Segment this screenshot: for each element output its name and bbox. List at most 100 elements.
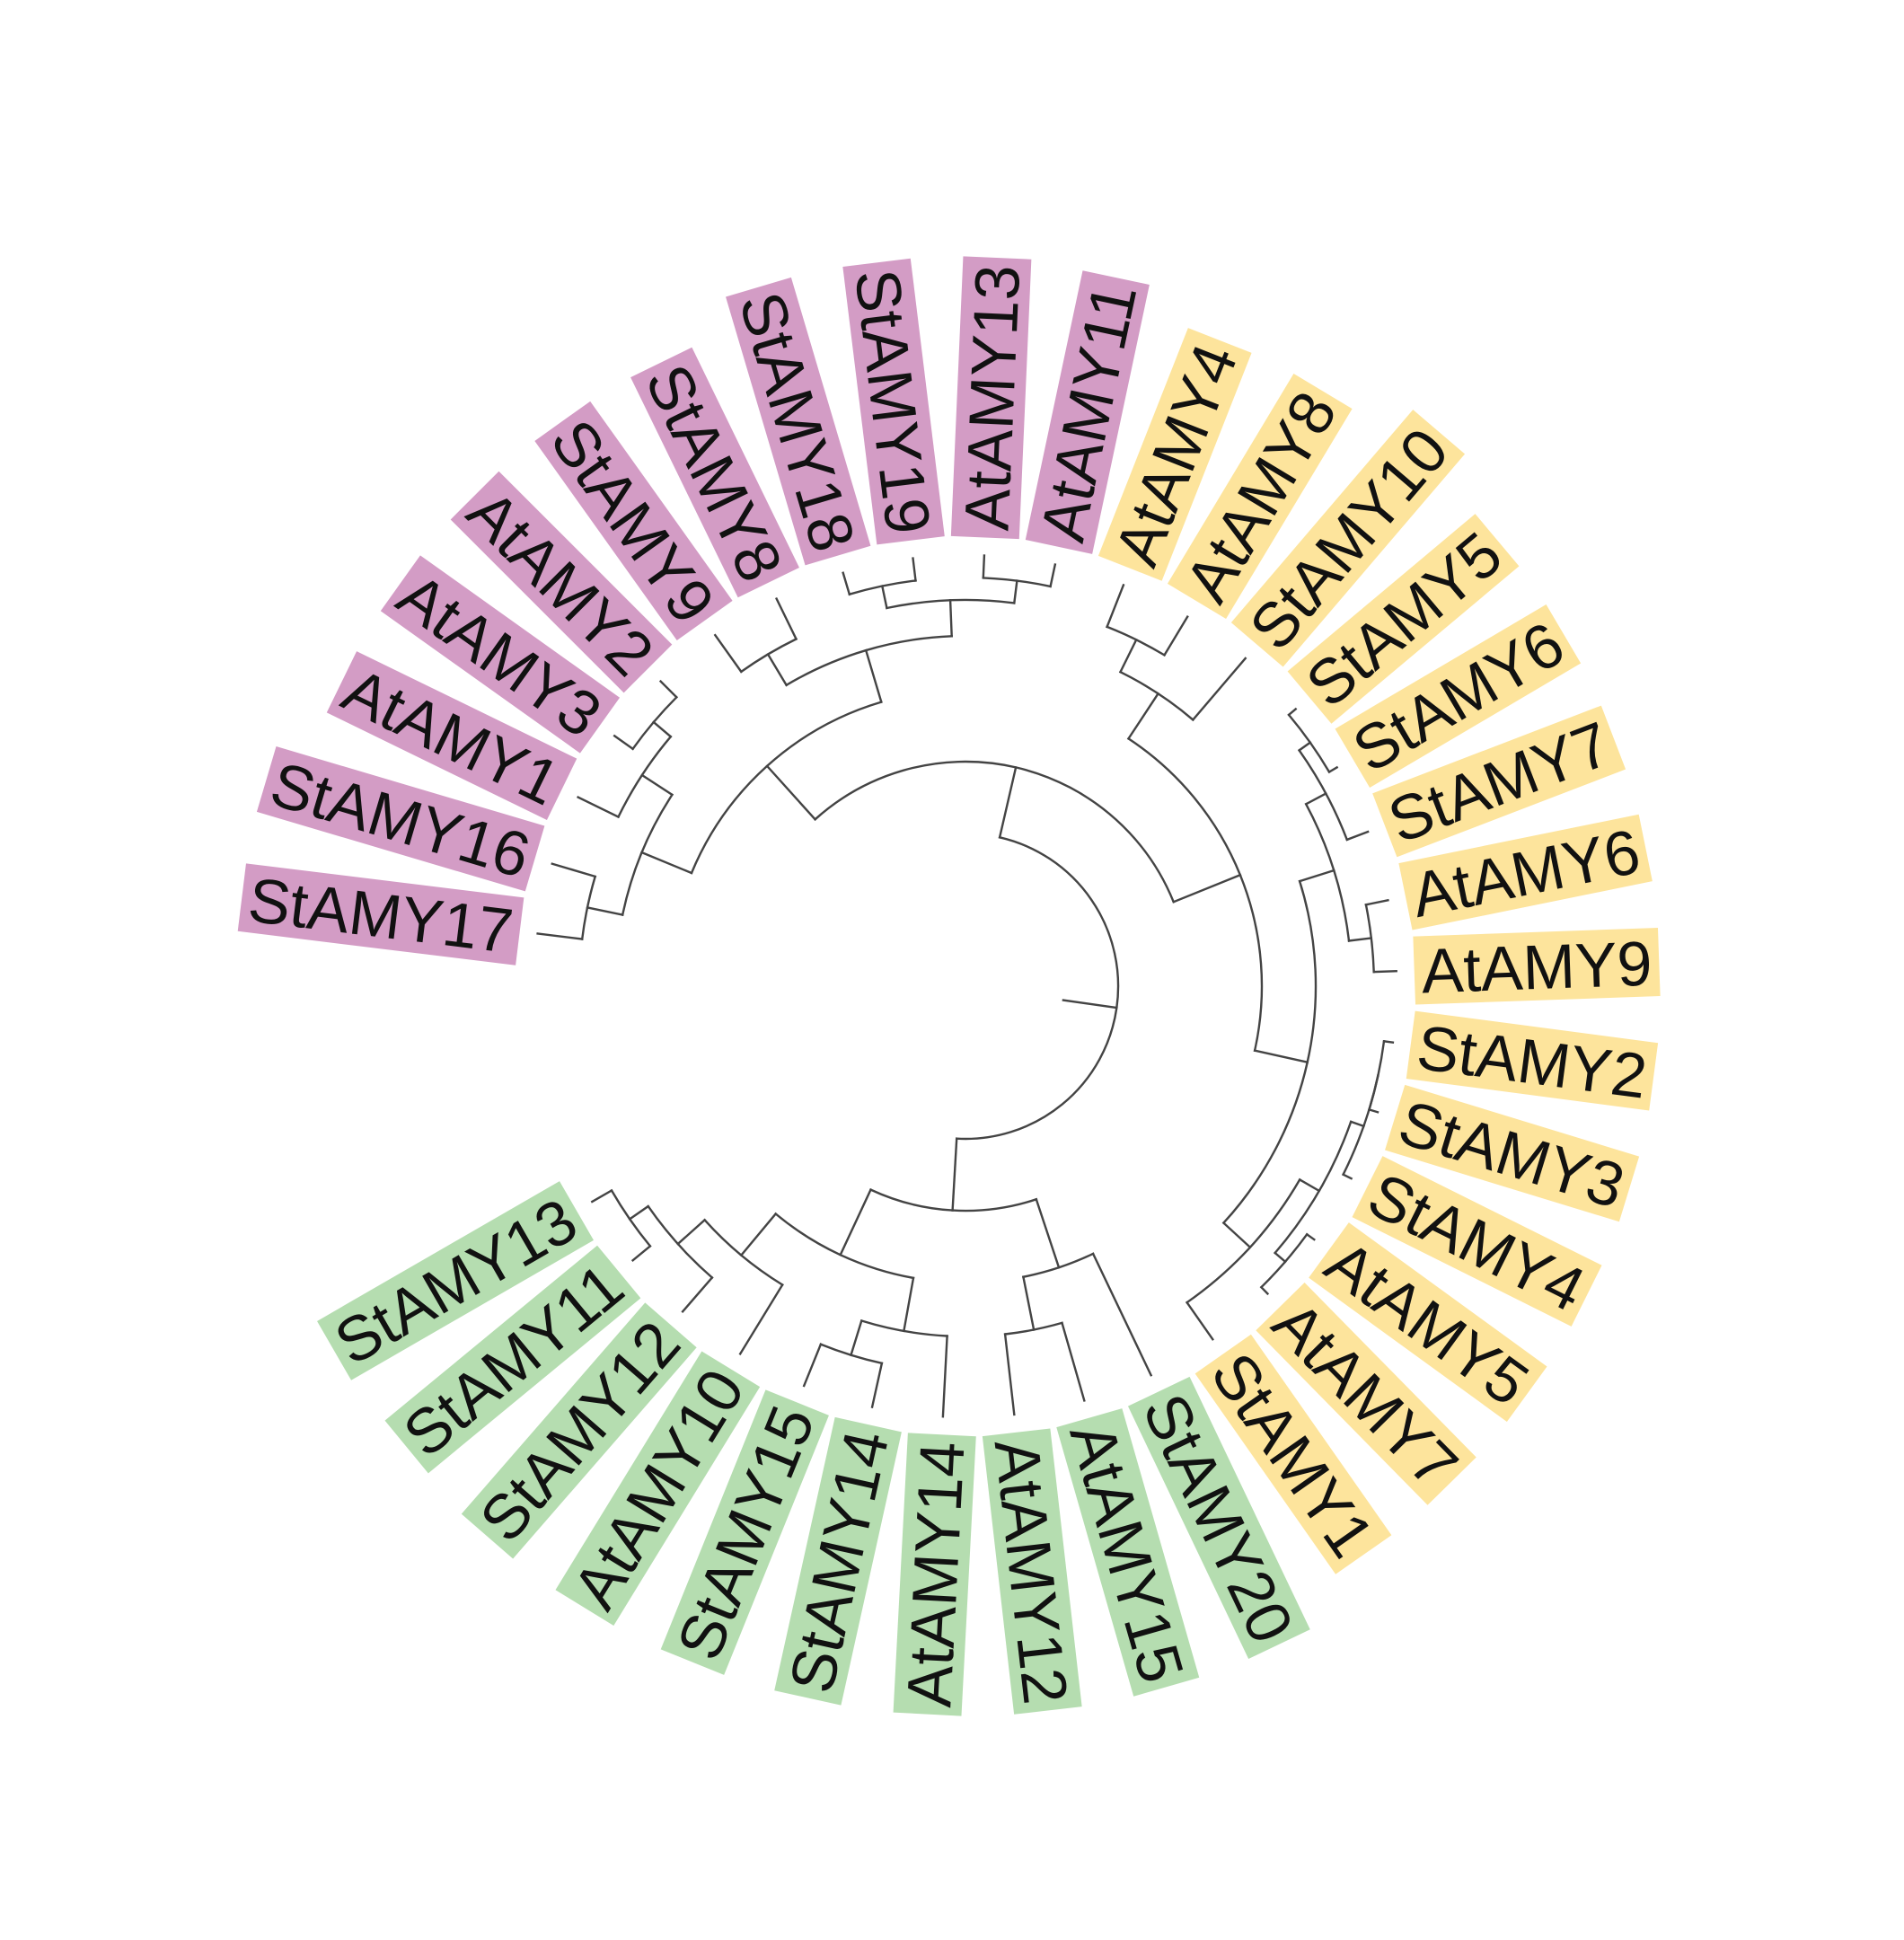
branch-arc (1274, 1120, 1353, 1255)
branch-radial (941, 1335, 948, 1418)
branch-arc (859, 1318, 948, 1337)
branch-arc (982, 577, 1053, 588)
branch-arc (848, 579, 917, 596)
branch-arc (813, 760, 1176, 904)
branch-radial (640, 773, 674, 797)
branch-radial (1253, 1049, 1309, 1064)
branch-radial (1297, 741, 1312, 753)
leaf-label-box (1230, 410, 1466, 667)
branch-radial (998, 765, 1018, 839)
leaf-label-box (1167, 374, 1353, 619)
branch-radial (586, 905, 624, 917)
branch-arc (702, 1218, 784, 1287)
branch-arc (580, 875, 597, 940)
leaf-label-box (1025, 270, 1150, 554)
branch-arc (690, 701, 883, 875)
branch-radial (551, 862, 597, 878)
branch-radial (839, 1188, 873, 1257)
branch-arc (885, 598, 1016, 610)
branch-radial (628, 1204, 650, 1221)
branch-arc (774, 1212, 915, 1280)
branch-radial (765, 764, 817, 821)
branch-radial (982, 554, 986, 579)
branch-radial (1341, 1173, 1353, 1180)
branch-radial (774, 596, 798, 641)
leaf-label-box (1406, 1010, 1659, 1111)
branch-radial (613, 734, 635, 751)
branch-radial (1372, 969, 1397, 974)
branch-arc (1297, 748, 1349, 842)
leaf-label-text: StAMY17 (244, 865, 516, 966)
branch-radial (1298, 869, 1335, 883)
leaf-label-box (726, 277, 871, 566)
leaf-label-box (1372, 705, 1626, 858)
branch-radial (1035, 1197, 1061, 1269)
branch-arc (1368, 1039, 1386, 1111)
branch-radial (1003, 1333, 1016, 1416)
leaf-label-box (660, 1389, 829, 1675)
branch-radial (1349, 1120, 1365, 1128)
leaf-label-box (317, 1181, 594, 1380)
branch-radial (1185, 1301, 1214, 1341)
branch-radial (948, 599, 953, 638)
leaf-label: AtAMY9 (1413, 928, 1661, 1007)
branch-arc (1021, 1252, 1095, 1279)
branch-radial (1061, 1321, 1086, 1402)
leaf-label-box (950, 256, 1032, 540)
leaf-label-box (1127, 1376, 1310, 1659)
leaf-label-box (1309, 1222, 1547, 1422)
branch-radial (630, 1244, 652, 1262)
branch-radial (1368, 1107, 1380, 1114)
leaf-label-box (450, 471, 673, 693)
leaf-label-box (1335, 604, 1582, 788)
branch-arc (1364, 903, 1375, 974)
branch-radial (658, 679, 678, 699)
leaf-label-text: StAMY19 (842, 266, 943, 538)
leaf-label-box (1256, 1282, 1476, 1505)
branch-arc (1287, 713, 1331, 774)
leaf-label-text: StAMY2 (1413, 1012, 1651, 1112)
branch-radial (1304, 791, 1327, 806)
leaf-label-box (256, 746, 545, 892)
branch-radial (802, 1343, 823, 1388)
branch-arc (1126, 736, 1264, 1053)
leaf-label-text: AtAMY9 (1420, 929, 1653, 1007)
branch-radial (1298, 1177, 1321, 1193)
branch-arc (1221, 879, 1318, 1225)
leaf-label-box (1097, 328, 1252, 581)
branch-radial (739, 1212, 778, 1257)
leaf-label-box (555, 1351, 761, 1626)
leaf-label-box (893, 1433, 976, 1716)
leaf-label-box (774, 1416, 902, 1706)
branch-radial (1221, 1221, 1252, 1249)
branch-arc (610, 1188, 652, 1248)
leaf-label-box (1194, 1334, 1392, 1574)
leaf-label-box (326, 651, 577, 820)
branch-arc (621, 793, 674, 917)
branch-radial (870, 1362, 884, 1409)
branch-radial (590, 1188, 613, 1204)
leaf-label-box (1398, 814, 1653, 930)
branch-arc (784, 635, 953, 687)
branch-arc (1304, 802, 1351, 942)
branch-radial (1274, 1251, 1287, 1264)
branch-arc (630, 695, 678, 751)
branch-radial (880, 585, 888, 610)
branch-radial (912, 557, 917, 582)
tree-leaf-labels: StAMY17StAMY16AtAMY1AtAMY3AtAMY2StAMY9St… (237, 256, 1661, 1716)
leaf-label-text: AtAMY14 (894, 1440, 977, 1708)
branch-arc (647, 1204, 714, 1280)
leaf-label-box (842, 258, 945, 545)
branch-radial (1364, 898, 1389, 906)
branch-radial (1162, 614, 1189, 657)
branch-radial (676, 1218, 707, 1246)
branch-radial (849, 1318, 863, 1357)
branch-radial (1106, 583, 1125, 629)
leaf-label-box (630, 347, 799, 598)
leaf-label-box (1413, 928, 1661, 1005)
branch-radial (951, 1137, 958, 1212)
branch-arc (1185, 1177, 1301, 1304)
leaf-label: AtAMY12 (982, 1428, 1082, 1715)
branch-radial (576, 795, 621, 819)
branch-radial (1091, 1252, 1153, 1377)
